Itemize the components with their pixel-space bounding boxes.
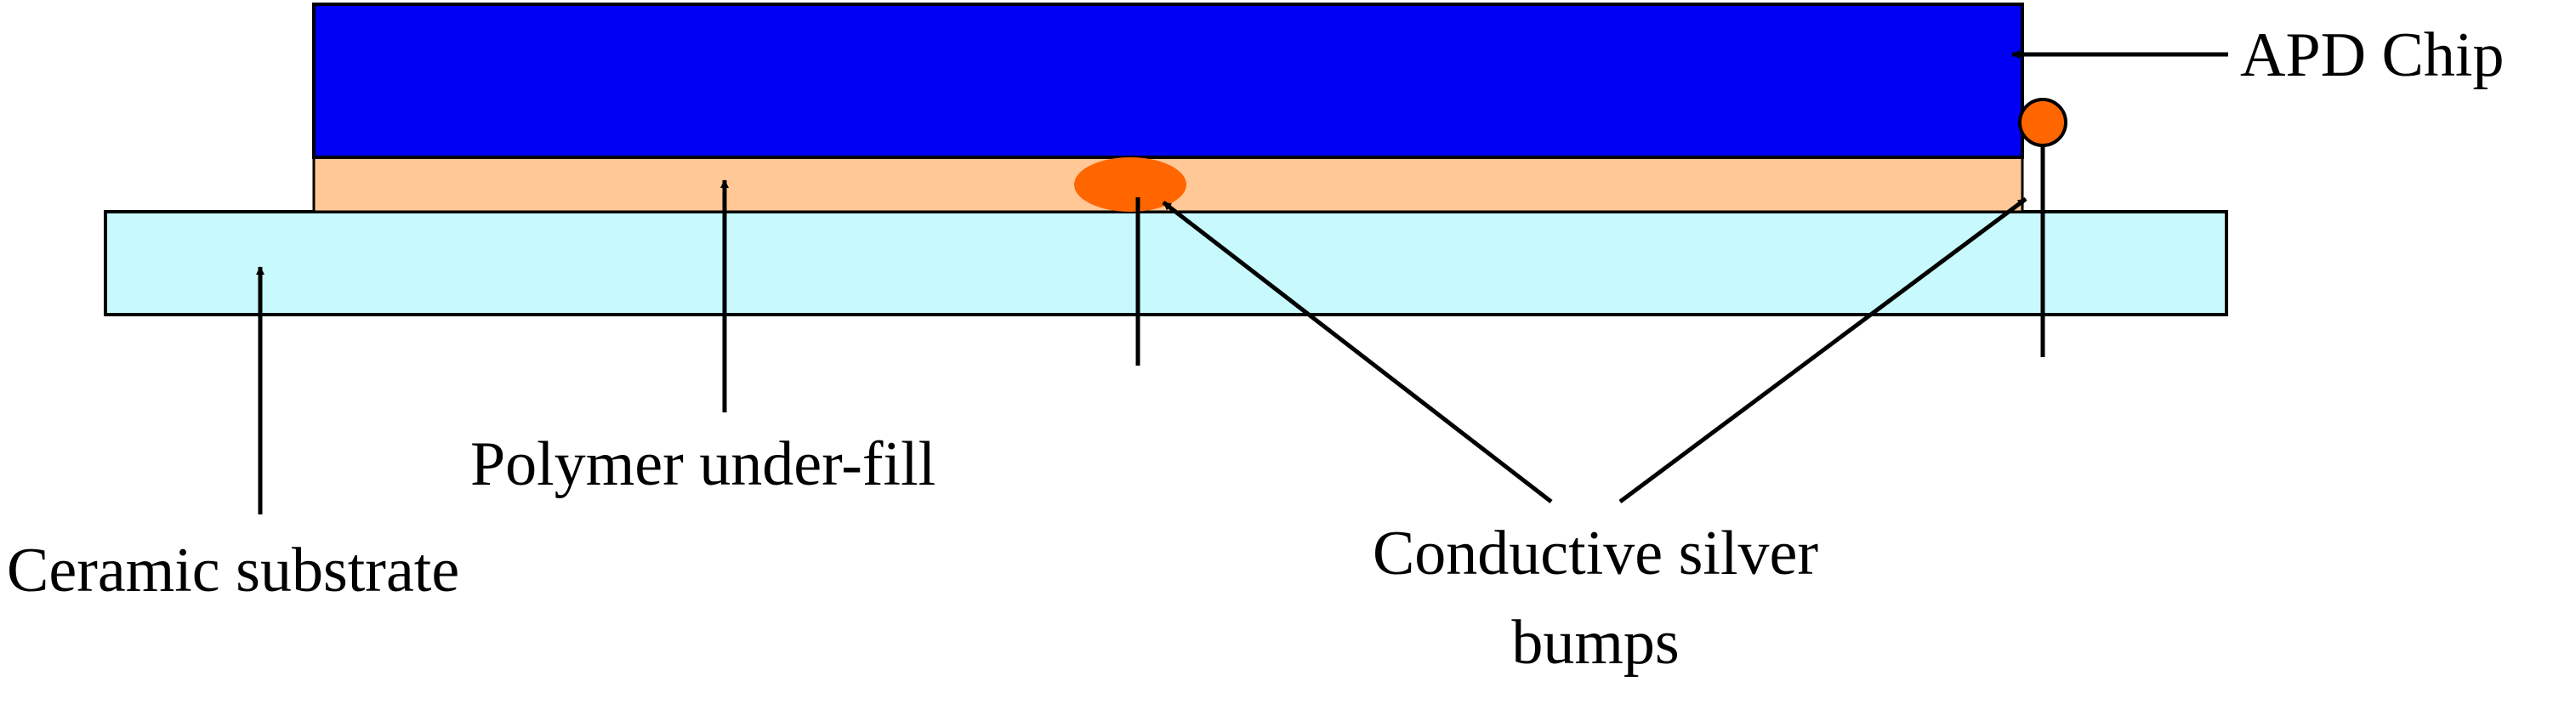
silver-bump-arrow-right [1618,196,2027,504]
ceramic-substrate [104,210,2228,316]
silver-bumps-label-line2: bumps [1511,608,1679,678]
silver-bump-arrow-left [1162,201,1553,503]
ceramic-substrate-label: Ceramic substrate [7,536,459,605]
apd-chip [312,3,2024,159]
silver-bump-edge [2018,98,2067,147]
apd-chip-label: APD Chip [2240,20,2504,90]
silver-bumps-label-line1: Conductive silver [1373,519,1818,588]
polymer-underfill-label: Polymer under-fill [470,429,935,499]
silver-bump-center [1074,157,1186,212]
